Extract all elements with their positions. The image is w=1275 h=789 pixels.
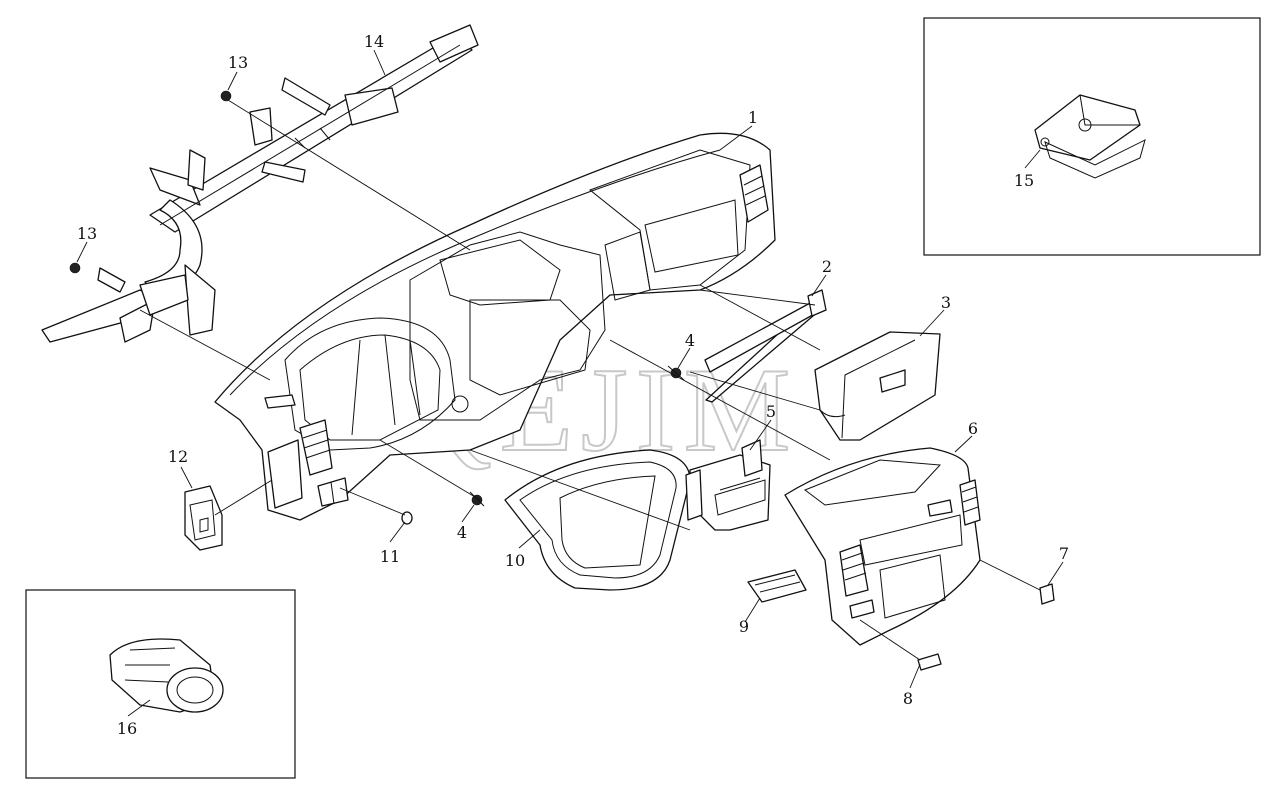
- instrument-panel-body: [214, 132, 776, 521]
- callout-12: 12: [168, 447, 188, 466]
- cover-8: [917, 653, 942, 671]
- center-stack-bezel: [784, 447, 981, 646]
- plug-11: [401, 511, 413, 525]
- callout-11: 11: [380, 547, 400, 566]
- leader-lines: [76, 49, 1064, 717]
- ashtray: [747, 569, 807, 603]
- callout-7: 7: [1059, 544, 1069, 563]
- callout-15: 15: [1014, 171, 1034, 190]
- nut-13-upper: [220, 90, 232, 102]
- callout-6: 6: [968, 419, 978, 438]
- cross-car-beam: [41, 24, 479, 343]
- callout-8: 8: [903, 689, 913, 708]
- callout-labels: 1 2 3 4 4 5 6 7 8 9 10 11 12 13 13 14 15…: [77, 32, 1069, 738]
- radio-bracket: [685, 439, 771, 531]
- cover-7: [1039, 583, 1055, 605]
- callout-4-lower: 4: [457, 523, 467, 542]
- glovebox-bracket: [704, 289, 827, 403]
- bolt-4-upper: [667, 365, 685, 381]
- callout-9: 9: [739, 617, 749, 636]
- clip-15: [1034, 94, 1146, 179]
- bolt-4-lower: [469, 491, 485, 507]
- air-vent-16: [109, 638, 224, 713]
- callout-1: 1: [748, 108, 758, 127]
- callout-14: 14: [364, 32, 384, 51]
- nut-13-lower: [69, 262, 81, 274]
- side-cover-12: [184, 485, 223, 551]
- callout-16: 16: [117, 719, 137, 738]
- callout-2: 2: [822, 257, 832, 276]
- callout-10: 10: [505, 551, 525, 570]
- callout-5: 5: [766, 402, 776, 421]
- glove-box: [814, 331, 941, 441]
- callout-3: 3: [941, 293, 951, 312]
- callout-13-lower: 13: [77, 224, 97, 243]
- callout-4-upper: 4: [685, 331, 695, 350]
- callout-13-upper: 13: [228, 53, 248, 72]
